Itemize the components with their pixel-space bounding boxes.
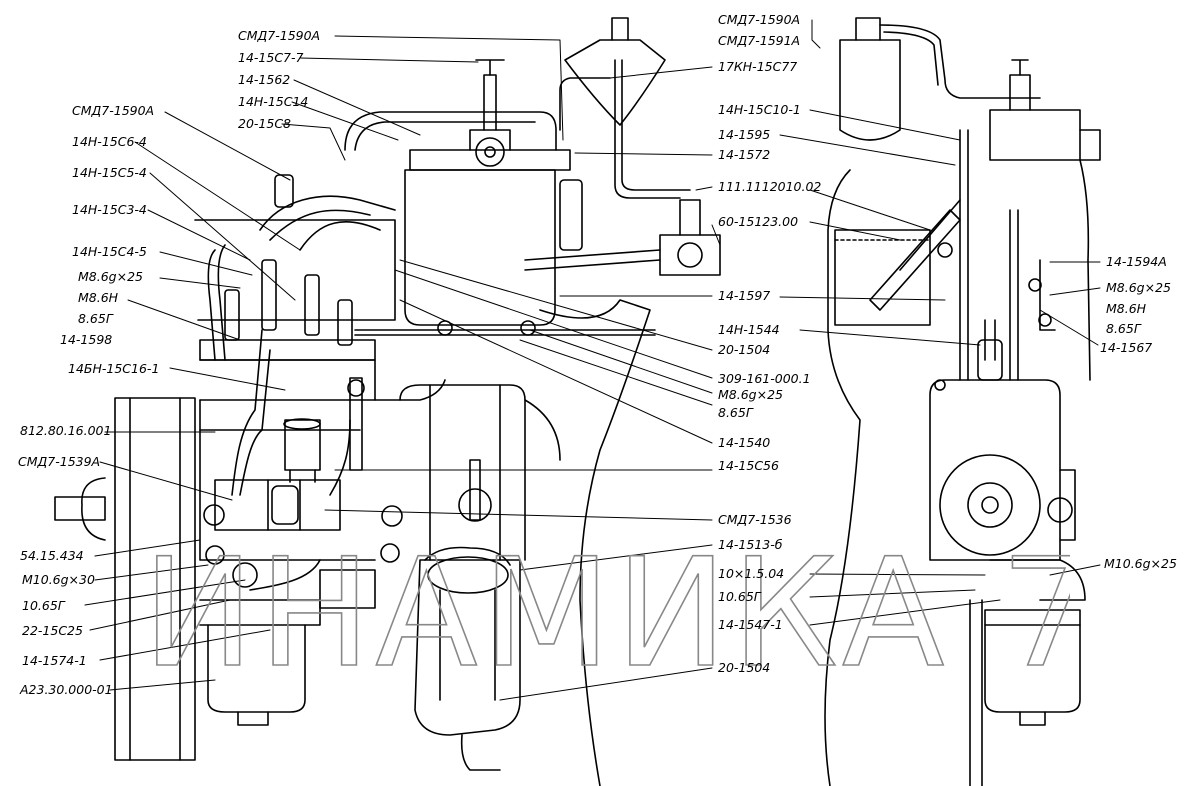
label: 54.15.434 xyxy=(20,548,84,563)
label: М10.6g×25 xyxy=(1104,556,1177,571)
label: 14-15С56 xyxy=(718,458,779,473)
label: 60-15123.00 xyxy=(718,214,799,229)
label: СМД7-1590А xyxy=(238,28,321,43)
label: 309-161-000.1 xyxy=(718,371,811,386)
label: А23.30.000-01 xyxy=(20,682,113,697)
label: 8.65Г xyxy=(78,311,113,326)
label: М8.6g×25 xyxy=(1106,280,1171,295)
leader-lines xyxy=(84,19,1101,701)
label: 10×1.5.04 xyxy=(718,566,785,581)
label: 14-1540 xyxy=(718,435,771,450)
label: 14-1595 xyxy=(718,127,771,142)
label: СМД7-1590А xyxy=(72,103,155,118)
label: М8.6g×25 xyxy=(718,387,783,402)
label: 14Н-1544 xyxy=(718,322,780,337)
label: 14Н-15С4-5 xyxy=(72,244,147,259)
label: 14Н-15С14 xyxy=(238,94,309,109)
label: 14-15С7-7 xyxy=(238,50,304,65)
label: 14Н-15С5-4 xyxy=(72,165,147,180)
label: 14-1598 xyxy=(60,332,113,347)
label: 8.65Г xyxy=(718,405,753,420)
label: 111.1112010.02 xyxy=(718,179,822,194)
label: 20-15С8 xyxy=(238,116,292,131)
label: 14-1594А xyxy=(1106,254,1167,269)
label: 14Н-15С3-4 xyxy=(72,202,147,217)
label: М10.6g×30 xyxy=(22,572,95,587)
label: 17КН-15С77 xyxy=(718,59,798,74)
label: 14БН-15С16-1 xyxy=(68,361,160,376)
label: 14-1513-б xyxy=(718,537,783,552)
label: СМД7-1591А xyxy=(718,33,801,48)
label: М8.6Н xyxy=(1106,301,1147,316)
label: 14-1547-1 xyxy=(718,617,783,632)
label: 22-15С25 xyxy=(22,623,83,638)
label: СМД7-1536 xyxy=(718,512,792,527)
label: М8.6g×25 xyxy=(78,269,143,284)
label: СМД7-1539А xyxy=(18,454,101,469)
label: 14Н-15С10-1 xyxy=(718,102,801,117)
label: СМД7-1590А xyxy=(718,12,801,27)
label: 812.80.16.001 xyxy=(20,423,112,438)
label: 14-1572 xyxy=(718,147,771,162)
label: 10.65Г xyxy=(718,589,761,604)
label: 20-1504 xyxy=(718,660,771,675)
label: 14-1562 xyxy=(238,72,291,87)
label: 8.65Г xyxy=(1106,321,1141,336)
front-view xyxy=(54,17,721,786)
label: 14-1597 xyxy=(718,288,771,303)
label: 20-1504 xyxy=(718,342,771,357)
label: 14-1574-1 xyxy=(22,653,87,668)
label: 14-1567 xyxy=(1100,340,1153,355)
label: М8.6Н xyxy=(78,290,119,305)
side-view xyxy=(824,17,1101,786)
label: 14Н-15С6-4 xyxy=(72,134,147,149)
label: 10.65Г xyxy=(22,598,65,613)
